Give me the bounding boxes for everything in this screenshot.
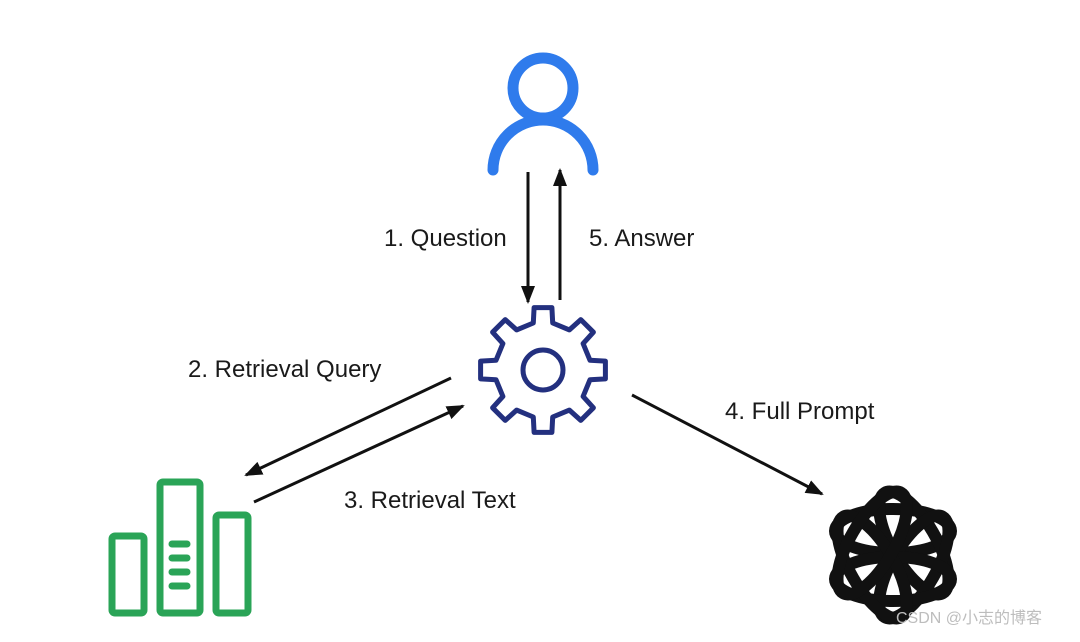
arrow-retrieval-text	[253, 404, 465, 504]
label-full-prompt: 4. Full Prompt	[725, 398, 875, 425]
label-question: 1. Question	[384, 225, 507, 252]
gear-icon	[478, 305, 608, 435]
label-answer: 5. Answer	[589, 225, 695, 252]
user-icon	[487, 52, 599, 176]
openai-logo-icon	[829, 485, 957, 625]
label-retrieval-query: 2. Retrieval Query	[188, 356, 382, 383]
arrow-full-prompt	[631, 393, 824, 496]
label-retrieval-text: 3. Retrieval Text	[344, 487, 516, 514]
vector-database-icon	[108, 478, 252, 617]
arrow-retrieval-query	[244, 376, 452, 477]
watermark: CSDN @小志的博客	[896, 610, 1043, 627]
